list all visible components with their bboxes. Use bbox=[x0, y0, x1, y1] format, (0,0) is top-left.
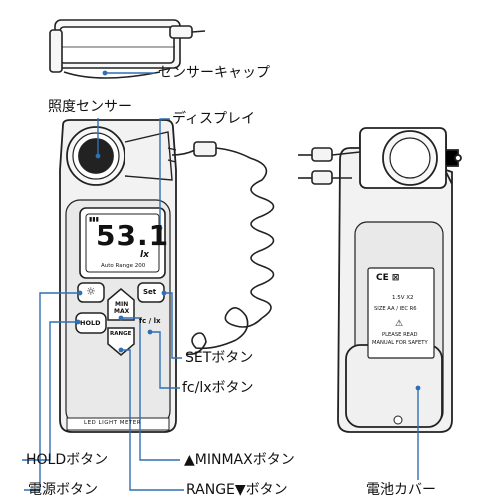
callout-battery-cover: 電池カバー bbox=[366, 482, 436, 498]
back-label-battery: 1.5V X2 bbox=[392, 295, 414, 301]
minmax-button[interactable] bbox=[107, 288, 135, 321]
leader-power bbox=[24, 292, 80, 491]
leader-fc-lx bbox=[150, 331, 180, 389]
callout-hold-button: HOLDボタン bbox=[26, 452, 109, 468]
callout-power-button: 電源ボタン bbox=[28, 482, 98, 498]
buttons bbox=[75, 282, 165, 356]
leader-minmax bbox=[121, 317, 180, 461]
callout-fc-lx-button: fc/lxボタン bbox=[182, 380, 254, 396]
leader-range bbox=[121, 349, 184, 491]
power-icon: ☼ bbox=[86, 285, 96, 298]
minmax-label-1: MIN bbox=[115, 301, 129, 308]
coiled-cable bbox=[171, 141, 275, 356]
leader-display bbox=[159, 118, 170, 228]
sensor-cap bbox=[49, 19, 206, 79]
back-label-size: SIZE AA / IEC R6 bbox=[374, 306, 417, 312]
lcd-unit: lx bbox=[140, 250, 149, 260]
callout-minmax-button: ▲MINMAXボタン bbox=[184, 452, 295, 468]
warning-icon: ⚠ bbox=[395, 319, 404, 329]
back-label-marks: CE ⊠ bbox=[376, 273, 400, 283]
back-label-notice-1: PLEASE READ bbox=[382, 332, 418, 338]
back-cable bbox=[298, 147, 361, 185]
fc-lx-label: fc / lx bbox=[139, 317, 161, 325]
hold-label: HOLD bbox=[80, 319, 101, 327]
back-label-notice-2: MANUAL FOR SAFETY bbox=[372, 340, 428, 346]
lcd-display bbox=[79, 207, 166, 279]
meter-body-back bbox=[337, 127, 462, 433]
leader-dots bbox=[75, 70, 421, 391]
minmax-label-2: MAX bbox=[114, 308, 130, 315]
leader-hold bbox=[22, 321, 78, 461]
leader-set bbox=[164, 292, 182, 359]
callout-set-button: SETボタン bbox=[185, 350, 254, 366]
callout-range-button: RANGE▼ボタン bbox=[186, 482, 288, 498]
leader-lines bbox=[22, 72, 419, 491]
model-label: LED LIGHT METER bbox=[84, 420, 142, 426]
set-label: Set bbox=[143, 288, 157, 296]
lcd-value: 53.1 bbox=[96, 219, 170, 252]
lcd-mode: Auto Range 200 bbox=[101, 263, 146, 269]
callout-light-sensor: 照度センサー bbox=[48, 99, 132, 115]
callout-sensor-cap: センサーキャップ bbox=[158, 65, 270, 81]
range-label: RANGE bbox=[110, 331, 132, 337]
battery-indicator: ▮▮▮ bbox=[89, 216, 99, 223]
callout-display: ディスプレイ bbox=[172, 111, 256, 127]
